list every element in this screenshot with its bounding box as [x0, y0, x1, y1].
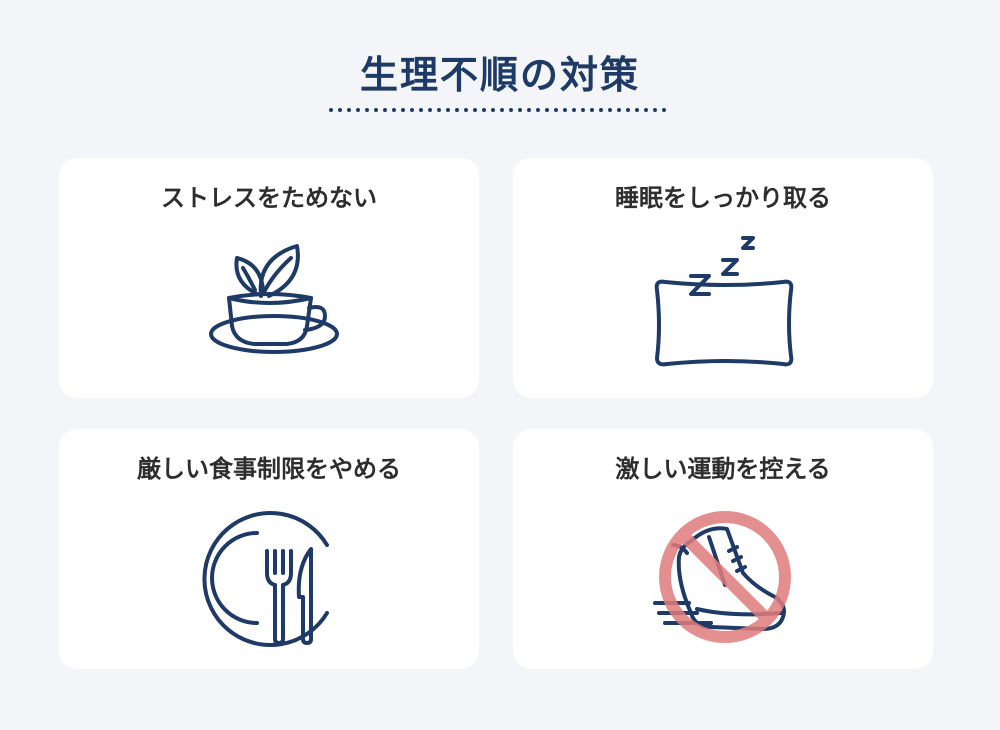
card-label: 厳しい食事制限をやめる [137, 455, 401, 483]
teacup-leaf-icon [209, 244, 339, 354]
pillow-sleep-icon [654, 236, 794, 367]
card-diet: 厳しい食事制限をやめる [59, 429, 479, 669]
no-running-shoe-icon [653, 511, 791, 643]
sleep-letter-medium [721, 258, 739, 276]
sleep-letter-large [689, 274, 711, 296]
sleep-letter-small [741, 236, 755, 250]
card-stress: ストレスをためない [59, 158, 479, 398]
card-label: ストレスをためない [161, 184, 377, 212]
page-title: 生理不順の対策 [359, 53, 640, 97]
title-dotted-underline [329, 108, 673, 112]
plate-fork-knife-icon [202, 511, 329, 647]
card-sleep: 睡眠をしっかり取る [513, 158, 933, 398]
card-label: 睡眠をしっかり取る [615, 184, 831, 212]
card-exercise: 激しい運動を控える [513, 429, 933, 669]
card-label: 激しい運動を控える [615, 455, 831, 483]
